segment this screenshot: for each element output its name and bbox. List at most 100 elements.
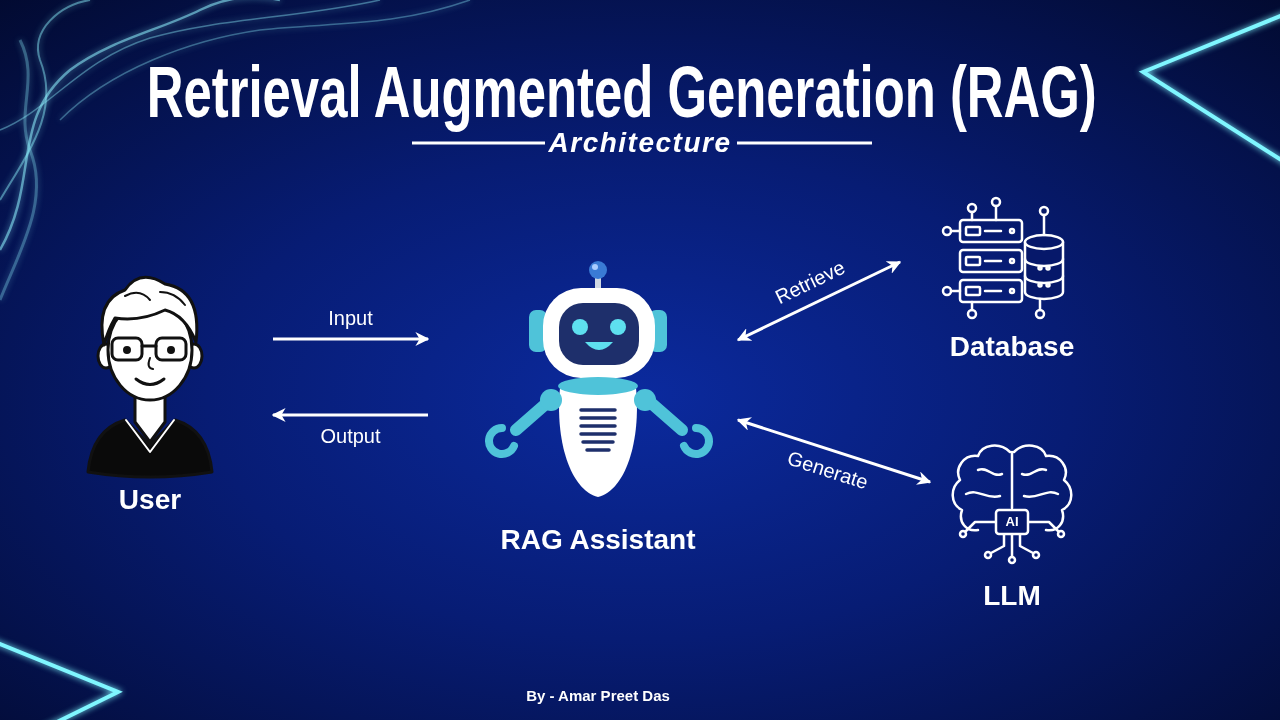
user-icon-part — [125, 292, 185, 305]
connector-arrow — [273, 338, 428, 341]
smoke-decoration-part — [0, 40, 37, 300]
subtitle-rules-part — [737, 142, 872, 145]
database-icon-part — [1039, 299, 1042, 310]
llm-brain-icon-part — [985, 552, 991, 558]
title: Retrieval Augmented Generation (RAG) — [147, 51, 1097, 134]
edge-label: Output — [320, 425, 380, 448]
llm-brain-icon-part — [1024, 492, 1058, 497]
llm-brain-icon-part — [1009, 557, 1015, 563]
robot-icon-part — [610, 319, 626, 335]
database-icon-part — [960, 250, 1022, 272]
robot-icon-part — [559, 388, 637, 497]
llm-brain-icon-part — [1058, 531, 1064, 537]
smoke-decoration-part — [0, 0, 90, 200]
user-icon-part — [125, 348, 130, 353]
user-icon — [88, 277, 212, 477]
database-icon-part — [1025, 242, 1063, 299]
database-icon-part — [943, 227, 951, 235]
database-icon-part — [1039, 284, 1042, 287]
edge-label: Generate — [784, 447, 870, 495]
robot-icon-part-part — [587, 448, 609, 452]
author-credit: By - Amar Preet Das — [526, 687, 670, 704]
triangle-decoration — [0, 8, 1280, 720]
database-icon-part — [985, 290, 1001, 293]
llm-brain-icon-part — [1033, 552, 1039, 558]
database-icon-part — [1025, 259, 1063, 266]
llm-brain-icon-part — [996, 510, 1028, 534]
llm-brain-icon-part — [966, 522, 996, 531]
robot-icon-part-part — [581, 424, 615, 428]
connector-arrow — [273, 414, 428, 417]
database-icon-part — [1047, 267, 1050, 270]
database-icon-part — [985, 260, 1001, 263]
database-icon-part — [960, 220, 1022, 242]
database-icon-part — [960, 280, 1022, 302]
database-icon-part — [1025, 235, 1063, 249]
database-icon-part — [992, 198, 1000, 206]
database-icon-part — [968, 310, 976, 318]
node-label: RAG Assistant — [500, 524, 695, 556]
database-icon-part — [943, 287, 951, 295]
database-icon-part — [968, 204, 976, 212]
robot-icon-part — [572, 319, 588, 335]
database-node: Database — [900, 195, 1120, 375]
robot-icon-part — [650, 402, 682, 430]
robot-icon-part — [540, 389, 562, 411]
robot-icon-part-part — [581, 432, 615, 436]
database-icon-part — [1043, 215, 1046, 235]
llm-brain-icon-part — [1022, 469, 1046, 475]
triangle-decoration-part — [1143, 8, 1280, 172]
user-icon-part — [102, 277, 197, 345]
llm-brain-icon-part — [960, 531, 966, 537]
llm-brain-icon-part — [1028, 522, 1058, 531]
triangle-decoration-part — [0, 636, 118, 720]
database-icon-part — [966, 257, 980, 265]
user-icon-part — [136, 379, 164, 385]
database-icon — [943, 198, 1063, 318]
database-icon-part — [951, 290, 960, 293]
smoke-decoration — [0, 0, 470, 300]
database-icon-part — [1039, 267, 1042, 270]
robot-icon-part — [634, 389, 656, 411]
subtitle: Architecture — [549, 127, 732, 159]
edge-label: Retrieve — [771, 256, 848, 309]
llm-brain-icon-part — [978, 469, 1002, 475]
database-icon-part — [995, 206, 998, 220]
robot-icon-part — [559, 303, 639, 365]
llm-brain-icon-part — [966, 492, 1000, 497]
robot-icon-part-part — [581, 416, 615, 420]
ai-chip-text: AI — [1006, 515, 1019, 530]
robot-icon-part — [558, 377, 638, 395]
database-icon-part — [1010, 289, 1014, 293]
llm-brain-icon-part — [991, 534, 1004, 553]
robot-icon-part — [581, 410, 615, 450]
robot-icon-part-part — [581, 408, 615, 412]
database-icon-part — [966, 287, 980, 295]
user-node: User — [70, 270, 273, 530]
robot-icon — [489, 261, 709, 497]
robot-icon-part — [589, 261, 607, 279]
edge-label: Input — [328, 307, 372, 330]
subtitle-rules-part — [412, 142, 545, 145]
database-icon-part — [1047, 284, 1050, 287]
robot-icon-part — [592, 264, 598, 270]
node-label: Database — [950, 331, 1075, 363]
user-icon-part — [126, 420, 174, 452]
llm-brain-icon-part — [1011, 534, 1014, 556]
robot-icon-part-part — [583, 440, 613, 444]
database-icon-part — [1025, 276, 1063, 283]
database-icon-part — [1010, 259, 1014, 263]
database-icon-part — [1010, 229, 1014, 233]
database-icon-part — [985, 230, 1001, 233]
user-icon-part — [149, 358, 153, 369]
llm-brain-icon-part — [1011, 452, 1014, 508]
database-icon-part — [951, 230, 960, 233]
user-icon-part — [112, 338, 142, 360]
robot-icon-part — [543, 288, 655, 378]
llm-brain-icon — [953, 446, 1072, 563]
user-icon-part — [142, 345, 156, 348]
robot-icon-part — [684, 428, 709, 454]
